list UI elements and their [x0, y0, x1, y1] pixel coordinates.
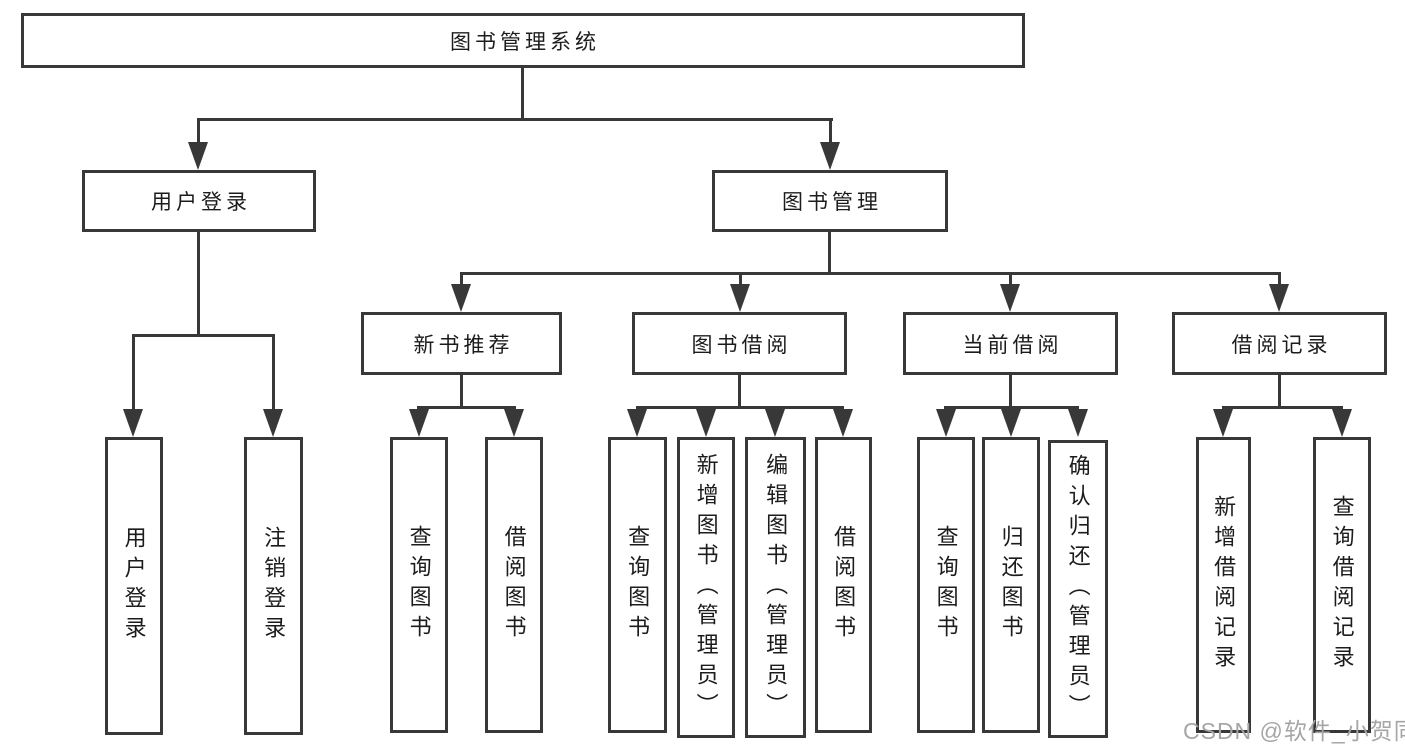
connector-line: [828, 232, 831, 275]
arrow-down-icon: [820, 142, 840, 170]
connector-line: [197, 118, 200, 144]
connector-line: [460, 272, 1280, 275]
node-label: 编辑图书（管理员）: [763, 452, 789, 723]
arrow-down-icon: [765, 409, 785, 437]
arrow-down-icon: [1001, 409, 1021, 437]
connector-line: [197, 232, 200, 337]
leaf-recommend-borrow-books: 借阅图书: [485, 437, 543, 733]
leaf-logout: 注销登录: [244, 437, 303, 735]
arrow-down-icon: [1332, 409, 1352, 437]
node-book-management: 图书管理: [712, 170, 948, 232]
arrow-down-icon: [627, 409, 647, 437]
arrow-down-icon: [696, 409, 716, 437]
connector-line: [417, 406, 516, 409]
arrow-down-icon: [936, 409, 956, 437]
node-label: 用户登录: [121, 526, 147, 646]
connector-line: [738, 375, 741, 409]
leaf-borrowing-query-books: 查询图书: [608, 437, 667, 733]
connector-line: [1278, 272, 1281, 288]
watermark: CSDN @软件_小贺同学: [1183, 718, 1405, 744]
node-label: 图书借阅: [691, 333, 792, 357]
node-borrowing-records: 借阅记录: [1172, 312, 1387, 375]
arrow-down-icon: [123, 409, 143, 437]
node-label: 查询图书: [933, 525, 959, 645]
node-label: 用户登录: [151, 191, 251, 214]
node-label: 注销登录: [261, 526, 287, 646]
node-label: 查询图书: [406, 525, 432, 645]
connector-line: [739, 272, 742, 288]
node-label: 借阅图书: [501, 525, 527, 645]
connector-line: [197, 118, 833, 121]
node-label: 当前借阅: [962, 333, 1063, 357]
node-label: 图书管理: [782, 191, 882, 214]
leaf-borrowing-edit-books-admin: 编辑图书（管理员）: [745, 437, 806, 738]
node-current-borrowing: 当前借阅: [903, 312, 1118, 375]
arrow-down-icon: [188, 142, 208, 170]
connector-line: [1222, 406, 1343, 409]
connector-line: [521, 68, 524, 121]
leaf-current-confirm-return-admin: 确认归还（管理员）: [1048, 440, 1108, 738]
arrow-down-icon: [1269, 284, 1289, 312]
node-label: 新增借阅记录: [1211, 495, 1237, 675]
arrow-down-icon: [1000, 284, 1020, 312]
connector-line: [944, 406, 1079, 409]
node-label: 借阅记录: [1231, 333, 1332, 357]
node-root: 图书管理系统: [21, 13, 1025, 68]
leaf-current-return-books: 归还图书: [982, 437, 1040, 733]
connector-line: [1009, 272, 1012, 288]
node-label: 归还图书: [998, 525, 1024, 645]
node-label: 借阅图书: [831, 525, 857, 645]
node-label: 新书推荐: [413, 333, 514, 357]
node-label: 新增图书（管理员）: [693, 452, 719, 723]
node-label: 确认归还（管理员）: [1065, 454, 1091, 724]
arrow-down-icon: [833, 409, 853, 437]
arrow-down-icon: [504, 409, 524, 437]
arrow-down-icon: [451, 284, 471, 312]
connector-line: [636, 406, 844, 409]
arrow-down-icon: [409, 409, 429, 437]
arrow-down-icon: [263, 409, 283, 437]
arrow-down-icon: [730, 284, 750, 312]
node-label: 查询图书: [625, 525, 651, 645]
node-label: 查询借阅记录: [1329, 495, 1355, 675]
connector-line: [272, 334, 275, 412]
connector-line: [460, 272, 463, 288]
connector-line: [1009, 375, 1012, 409]
leaf-records-query-record: 查询借阅记录: [1313, 437, 1371, 733]
connector-line: [132, 334, 275, 337]
node-user-login-branch: 用户登录: [82, 170, 316, 232]
leaf-user-login: 用户登录: [105, 437, 163, 735]
leaf-borrowing-add-books-admin: 新增图书（管理员）: [677, 437, 735, 738]
connector-line: [132, 334, 135, 412]
connector-line: [460, 375, 463, 409]
leaf-current-query-books: 查询图书: [917, 437, 975, 733]
arrow-down-icon: [1068, 409, 1088, 437]
arrow-down-icon: [1213, 409, 1233, 437]
connector-line: [829, 118, 832, 144]
leaf-records-add-record: 新增借阅记录: [1196, 437, 1251, 733]
node-label: 图书管理系统: [450, 30, 600, 54]
connector-line: [1278, 375, 1281, 409]
leaf-recommend-query-books: 查询图书: [390, 437, 448, 733]
node-book-borrowing: 图书借阅: [632, 312, 847, 375]
node-new-book-recommend: 新书推荐: [361, 312, 562, 375]
leaf-borrowing-borrow-books: 借阅图书: [815, 437, 872, 733]
